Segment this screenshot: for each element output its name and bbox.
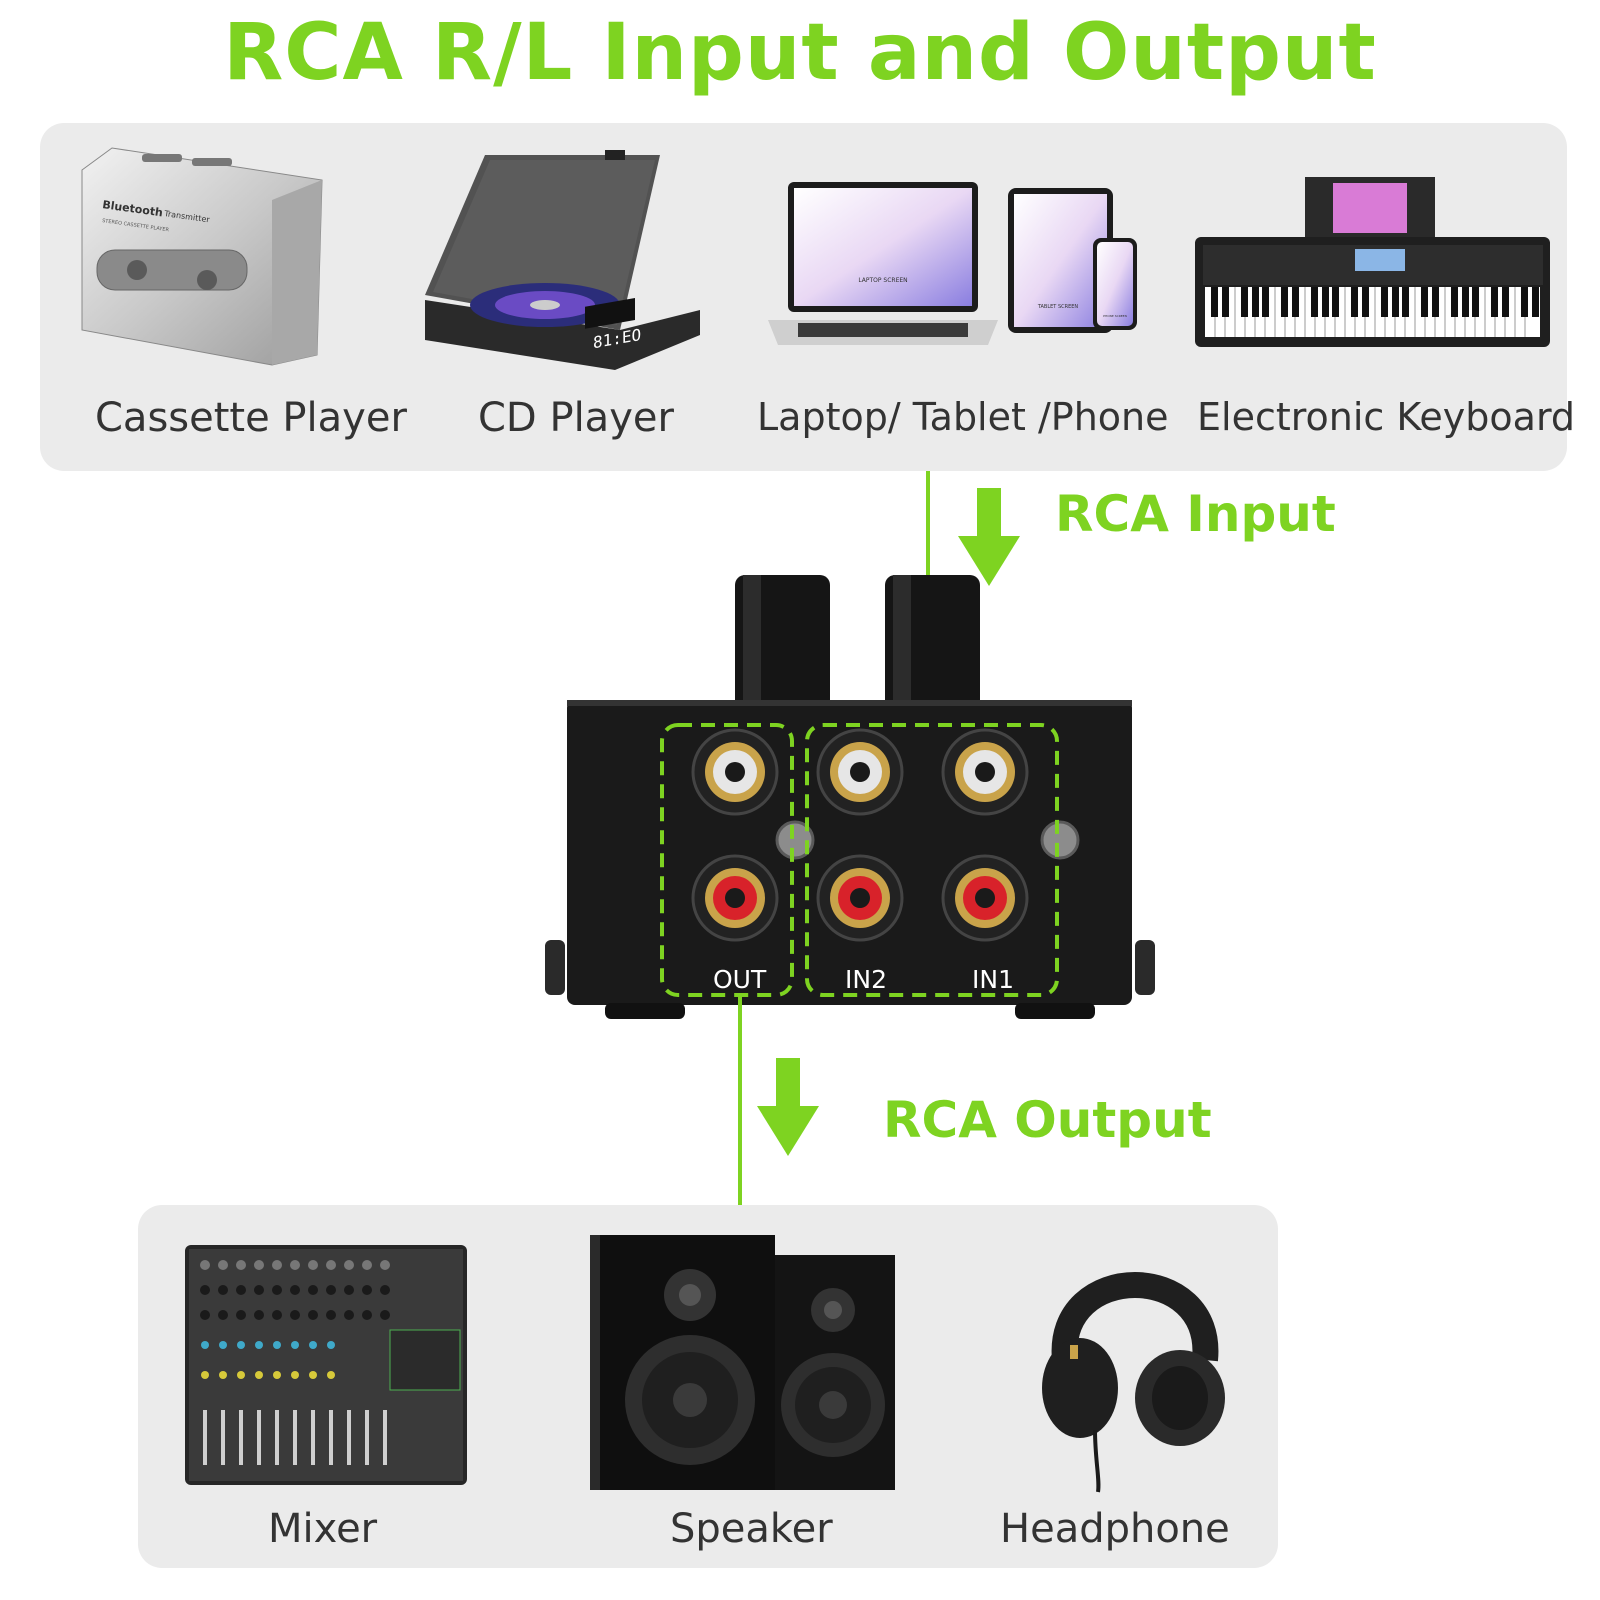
output-label-speaker: Speaker [670,1506,833,1552]
in2-white-jack[interactable] [816,728,904,816]
rca-input-label: RCA Input [1055,485,1336,543]
cassette-player-icon: Bluetooth Transmitter STEREO CASSETTE PL… [81,147,323,366]
input-arrow-icon [958,488,1020,586]
laptop-tablet-phone-icon: LAPTOP SCREEN TABLET SCREEN PHONE SCREEN [768,182,1137,345]
output-label-headphone: Headphone [1000,1506,1230,1552]
speaker-icon [590,1235,895,1490]
output-connector-line [738,993,742,1205]
source-label-keyboard: Electronic Keyboard [1197,395,1576,439]
in1-white-jack[interactable] [941,728,1029,816]
port-label-in1: IN1 [972,965,1014,994]
rca-output-label: RCA Output [883,1091,1212,1149]
in1-red-jack[interactable] [941,854,1029,942]
source-label-cassette: Cassette Player [95,395,407,441]
tablet-screen-text: TABLET SCREEN [1037,304,1079,310]
cd-player-icon: 81:EO [425,150,700,370]
mixer-icon [185,1245,467,1485]
source-label-laptop: Laptop/ Tablet /Phone [757,395,1169,439]
out-white-jack[interactable] [691,728,779,816]
port-label-out: OUT [713,965,767,994]
rca-jacks [660,723,1059,997]
phone-screen-text: PHONE SCREEN [1103,314,1127,318]
page-title: RCA R/L Input and Output [223,8,1377,98]
output-label-mixer: Mixer [268,1506,378,1552]
in2-red-jack[interactable] [816,854,904,942]
source-label-cd: CD Player [478,395,674,441]
out-highlight-box [660,723,794,997]
laptop-screen-text: LAPTOP SCREEN [858,277,907,284]
electronic-keyboard-icon [1195,177,1550,347]
headphone-icon [1042,1272,1225,1493]
out-red-jack[interactable] [691,854,779,942]
output-arrow-icon [757,1058,819,1156]
port-label-in2: IN2 [845,965,887,994]
